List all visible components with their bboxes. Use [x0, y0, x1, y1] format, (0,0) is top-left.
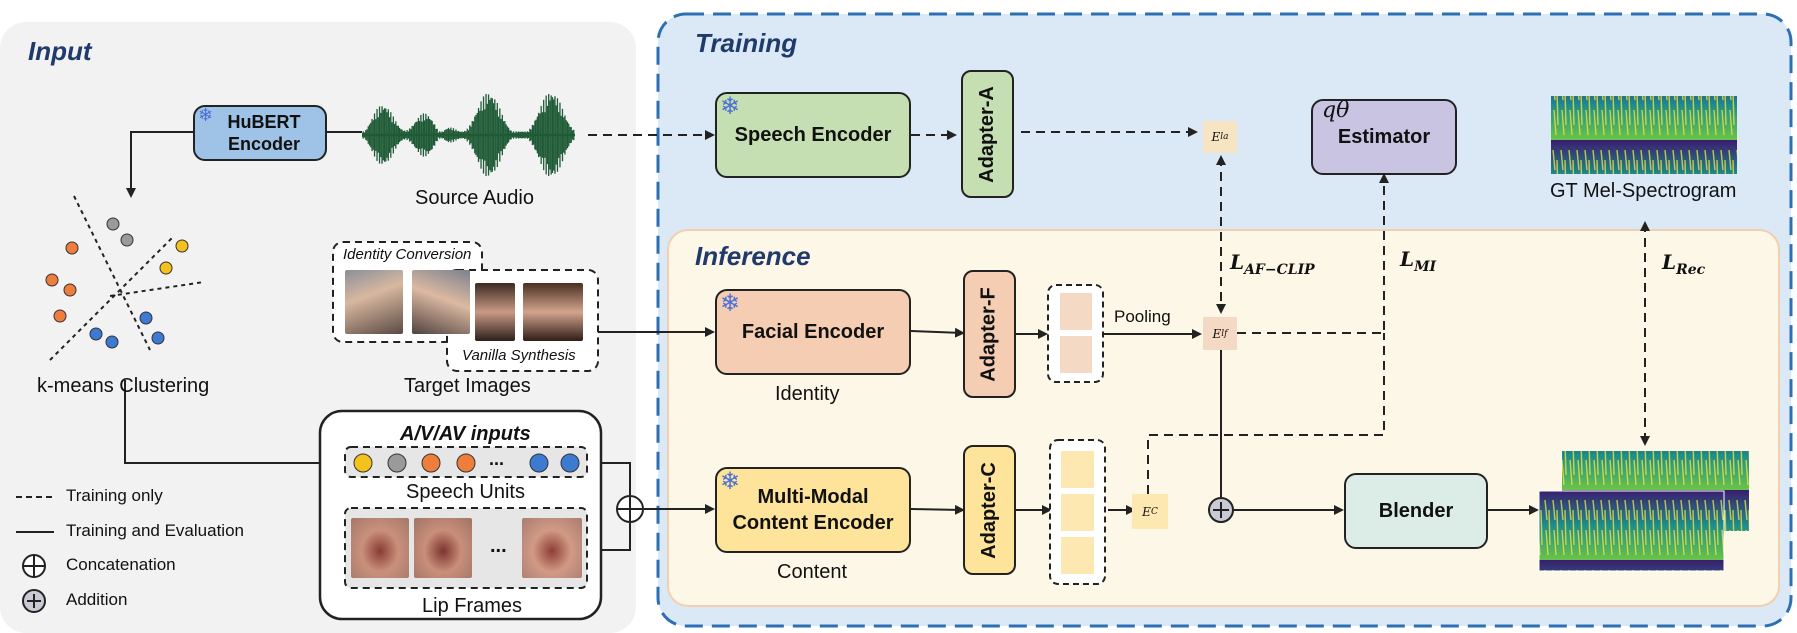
gt-mel-label: GT Mel-Spectrogram [1550, 180, 1737, 202]
training-section-title: Training [695, 28, 798, 58]
adapter-a-label: Adapter-A [976, 85, 999, 183]
gt-spectrogram [1551, 96, 1737, 174]
e-lf-subscript: lf [1221, 328, 1228, 339]
speech-units-label: Speech Units [406, 481, 525, 503]
loss-rec-symbol: L [1662, 250, 1677, 274]
concat-symbol [616, 495, 644, 523]
source-audio-waveform [362, 93, 575, 177]
kmeans-label: k-means Clustering [37, 375, 210, 397]
loss-mi-symbol: L [1400, 247, 1415, 271]
loss-rec-subscript: Rec [1676, 262, 1706, 278]
av-inputs-title: A/V/AV inputs [400, 423, 531, 445]
adapter-f-label: Adapter-F [978, 286, 1001, 382]
snowflake-icon: ❄ [198, 105, 214, 125]
facial-encoder-block: Facial Encoder [715, 289, 911, 375]
snowflake-icon: ❄ [720, 93, 741, 120]
lip-frames-ellipsis: ... [490, 535, 507, 557]
legend-training-evaluation: Training and Evaluation [66, 521, 244, 540]
adapter-c-block: Adapter-C [963, 445, 1016, 575]
loss-mi: LMI [1400, 247, 1436, 275]
inference-section-title: Inference [695, 241, 811, 271]
vanilla-synthesis-label: Vanilla Synthesis [462, 347, 576, 364]
adapter-f-block: Adapter-F [963, 270, 1016, 398]
identity-face-image-1 [345, 270, 403, 334]
identity-label: Identity [775, 383, 840, 405]
blender-block: Blender [1344, 473, 1488, 549]
legend-training-only: Training only [66, 486, 163, 505]
loss-mi-subscript: MI [1414, 259, 1437, 275]
speech-units-ellipsis: ... [489, 449, 505, 469]
loss-af-clip-subscript: AF−CLIP [1244, 262, 1315, 278]
legend-addition: Addition [66, 590, 128, 609]
adapter-a-block: Adapter-A [961, 70, 1014, 198]
e-la-symbol: E [1211, 130, 1221, 144]
e-c-symbol: E [1142, 504, 1151, 519]
loss-rec: LRec [1662, 250, 1705, 278]
snowflake-icon: ❄ [720, 468, 741, 495]
content-label: Content [777, 561, 848, 583]
legend-concatenation: Concatenation [66, 555, 176, 574]
snowflake-icon: ❄ [720, 290, 741, 317]
estimator-block: Estimator [1311, 99, 1457, 175]
target-images-label: Target Images [404, 375, 531, 397]
estimator-symbol: qθ [1322, 98, 1350, 123]
legend-graphics [16, 496, 54, 613]
lip-frame-1 [351, 518, 409, 578]
loss-af-clip: LAF−CLIP [1230, 250, 1315, 278]
pooling-label: Pooling [1114, 307, 1171, 326]
e-la-subscript: la [1220, 132, 1229, 142]
lip-frame-3 [522, 518, 582, 578]
e-c-subscript: C [1150, 506, 1158, 517]
speech-encoder-block: Speech Encoder [715, 92, 911, 178]
e-lf-symbol: E [1212, 326, 1222, 341]
mm-encoder-line2: Content Encoder [732, 512, 894, 534]
kmeans-scatter [45, 195, 205, 361]
vanilla-face-image-2 [523, 283, 583, 341]
identity-conversion-label: Identity Conversion [343, 246, 472, 263]
lip-frames-label: Lip Frames [422, 595, 523, 617]
vanilla-face-image-1 [475, 283, 515, 341]
output-spectrogram-front [1538, 490, 1725, 572]
identity-face-image-2 [412, 270, 470, 334]
input-section-title: Input [28, 36, 92, 66]
loss-af-clip-symbol: L [1230, 250, 1245, 274]
hubert-encoder-block: HuBERT Encoder [193, 105, 327, 161]
mm-encoder-line1: Multi-Modal [757, 486, 869, 508]
lip-frame-2 [414, 518, 472, 578]
addition-symbol [1208, 497, 1234, 523]
adapter-c-label: Adapter-C [978, 461, 1001, 559]
source-audio-label: Source Audio [415, 187, 534, 209]
